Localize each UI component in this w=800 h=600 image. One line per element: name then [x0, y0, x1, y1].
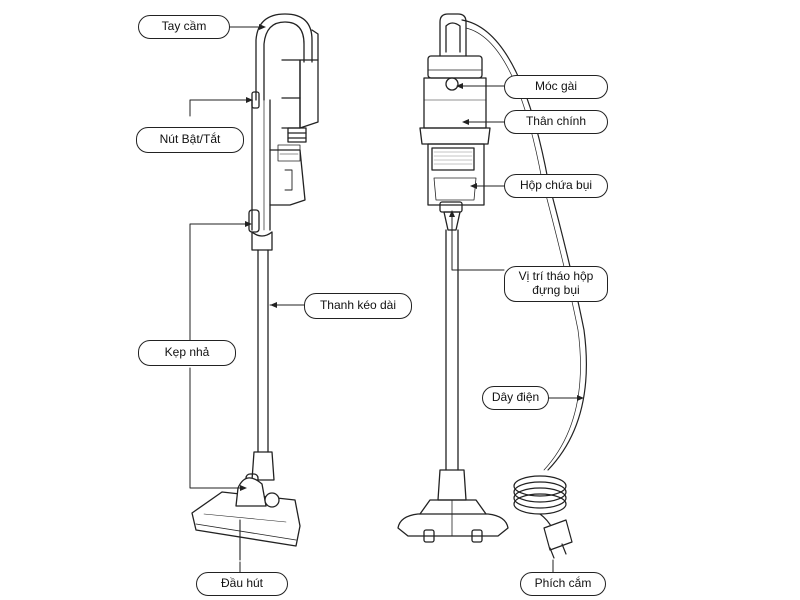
left-motor-body	[299, 59, 319, 129]
right-head	[427, 55, 483, 79]
right-vacuum	[397, 13, 509, 543]
left-release-clip	[248, 209, 260, 233]
right-release	[439, 201, 463, 213]
right-leaders	[451, 85, 581, 573]
right-handle	[439, 13, 467, 57]
left-vent	[287, 127, 307, 143]
right-hook	[445, 77, 459, 91]
label-vi-tri-thao-hop: Vị trí tháo hộp đựng bụi	[504, 266, 608, 302]
left-vacuum	[191, 13, 319, 561]
label-thanh-keo-dai: Thanh kéo dài	[304, 293, 412, 319]
power-plug	[543, 519, 573, 551]
label-moc-gai: Móc gài	[504, 75, 608, 99]
left-body-tube	[251, 99, 271, 231]
label-hop-chua-bui: Hộp chứa bụi	[504, 174, 608, 198]
label-dau-hut: Đầu hút	[196, 572, 288, 596]
left-arrowheads	[240, 24, 277, 491]
left-handle	[255, 13, 313, 101]
label-phich-cam: Phích cắm	[520, 572, 606, 596]
right-vent	[431, 147, 475, 171]
label-nut-bat-tat: Nút Bật/Tắt	[136, 127, 244, 153]
label-day-dien: Dây điện	[482, 386, 549, 410]
left-extension-tube	[257, 249, 269, 453]
right-nozzle	[397, 513, 509, 537]
label-tay-cam: Tay cầm	[138, 15, 230, 39]
label-kep-nha: Kẹp nhả	[138, 340, 236, 366]
right-arrowheads	[449, 83, 584, 401]
right-dust-cup	[427, 143, 485, 206]
power-cord	[461, 19, 587, 559]
left-leaders	[189, 26, 305, 573]
label-than-chinh: Thân chính	[504, 110, 608, 134]
